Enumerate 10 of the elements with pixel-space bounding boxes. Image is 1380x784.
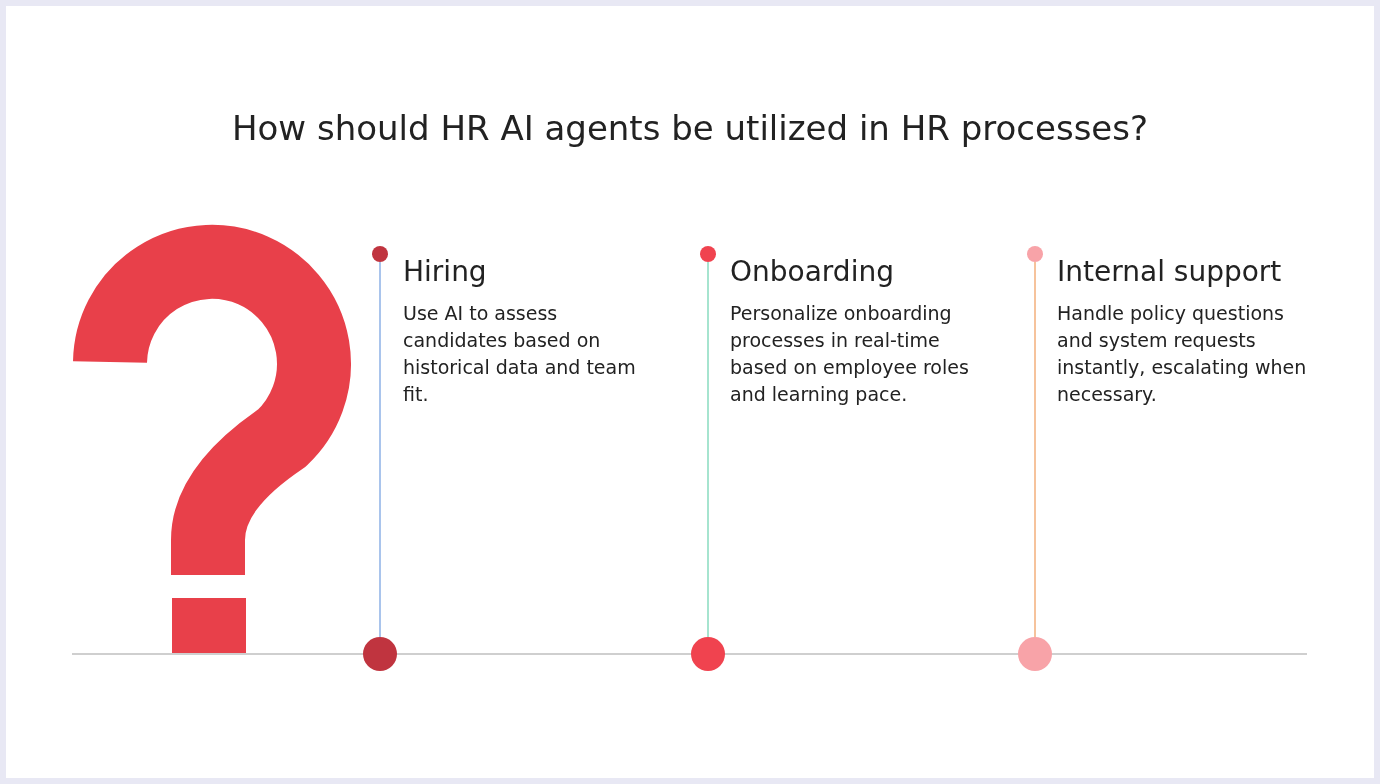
connector-line (707, 261, 709, 638)
item-description: Use AI to assess candidates based on historical data and team fit. (403, 301, 637, 407)
connector-line (379, 261, 381, 638)
item-heading: Internal support (1057, 255, 1283, 288)
item-description: Handle policy questions and system requests instantly, escalating when necessary. (1057, 301, 1308, 407)
title: How should HR AI agents be utilized in HR processes? (230, 108, 1150, 148)
item-heading: Onboarding (730, 255, 895, 288)
connector-line (1034, 261, 1036, 638)
item-heading: Hiring (403, 255, 488, 288)
item-description: Personalize onboarding processes in real-time based on employee roles and learning pace. (730, 301, 970, 407)
